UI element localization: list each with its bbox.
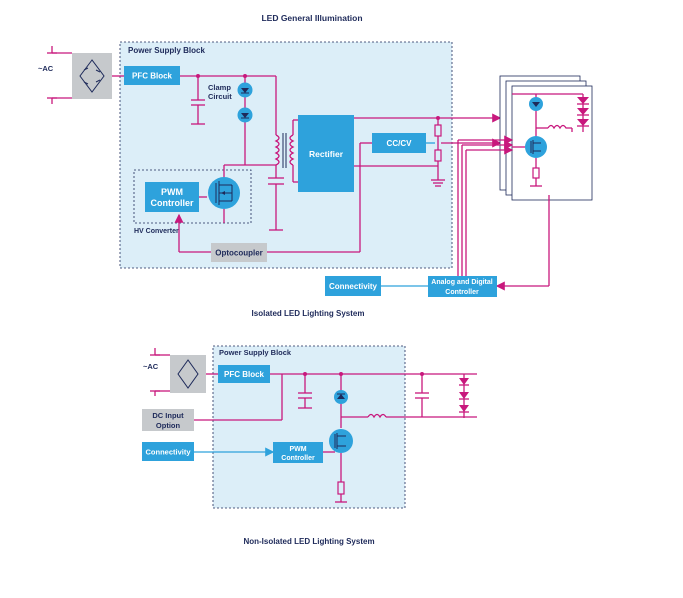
- isolated-led-diagram: LED General Illumination Power Supply Bl…: [38, 13, 593, 318]
- clamp-label-line1: Clamp: [208, 83, 231, 92]
- svg-text:Controller: Controller: [150, 198, 193, 208]
- svg-text:PFC Block: PFC Block: [132, 72, 173, 81]
- hv-converter-label: HV Converter: [134, 228, 179, 235]
- transformer-icon: [274, 133, 295, 168]
- cccv-block: CC/CV: [372, 133, 426, 153]
- mosfet-icon: [208, 177, 240, 209]
- led-driver-cards: [499, 75, 593, 201]
- output-capacitor-icon-2: [415, 374, 429, 417]
- diagram2-caption: Non-Isolated LED Lighting System: [243, 537, 374, 546]
- clamp-label-line2: Circuit: [208, 92, 232, 101]
- svg-text:Connectivity: Connectivity: [145, 448, 191, 457]
- svg-text:Analog and Digital: Analog and Digital: [431, 279, 493, 286]
- non-isolated-led-diagram: Power Supply Block ~AC PFC Block: [142, 345, 477, 546]
- svg-text:Optocoupler: Optocoupler: [215, 249, 263, 258]
- diagram1-caption: Isolated LED Lighting System: [252, 309, 365, 318]
- led-string-icon-2: [459, 374, 469, 418]
- connectivity-block: Connectivity: [325, 276, 381, 296]
- svg-text:PFC Block: PFC Block: [224, 370, 265, 379]
- connectivity-block-2: Connectivity: [142, 442, 194, 461]
- pwm-controller-block-2: PWM Controller: [273, 442, 323, 463]
- hv-converter-region: [133, 169, 252, 224]
- mosfet-icon-2: [329, 429, 353, 453]
- svg-text:Rectifier: Rectifier: [309, 149, 344, 159]
- optocoupler-block: Optocoupler: [211, 243, 267, 262]
- dc-input-option-block: DC Input Option: [142, 409, 194, 431]
- svg-text:CC/CV: CC/CV: [387, 139, 413, 148]
- power-supply-label-2: Power Supply Block: [219, 348, 292, 357]
- pwm-controller-block: PWM Controller: [145, 182, 199, 212]
- ac-input-2: ~AC: [143, 348, 170, 396]
- svg-text:Controller: Controller: [445, 289, 479, 296]
- svg-text:Connectivity: Connectivity: [329, 282, 378, 291]
- svg-text:PWM: PWM: [289, 446, 306, 453]
- ac-input: ~AC: [38, 46, 72, 104]
- bulk-capacitor-icon: [191, 99, 205, 125]
- bridge-rectifier-icon: [72, 53, 112, 99]
- rectifier-block: Rectifier: [298, 115, 354, 192]
- ac-label: ~AC: [38, 64, 54, 73]
- analog-digital-controller-block: Analog and Digital Controller: [428, 276, 497, 297]
- clamp-diode-icon: [237, 82, 253, 123]
- pfc-block: PFC Block: [124, 66, 180, 85]
- power-supply-label: Power Supply Block: [128, 46, 205, 55]
- pfc-block-2: PFC Block: [218, 365, 270, 383]
- svg-text:Controller: Controller: [281, 455, 315, 462]
- diagram1-title: LED General Illumination: [261, 13, 362, 23]
- led-string-icon: [577, 97, 589, 127]
- svg-text:PWM: PWM: [161, 187, 183, 197]
- bridge-rectifier-icon-2: [170, 355, 206, 393]
- ac-label-2: ~AC: [143, 362, 159, 371]
- diode-icon-2: [334, 374, 348, 417]
- capacitor-icon-2: [298, 374, 312, 409]
- svg-text:Option: Option: [156, 421, 181, 430]
- svg-text:DC Input: DC Input: [152, 411, 184, 420]
